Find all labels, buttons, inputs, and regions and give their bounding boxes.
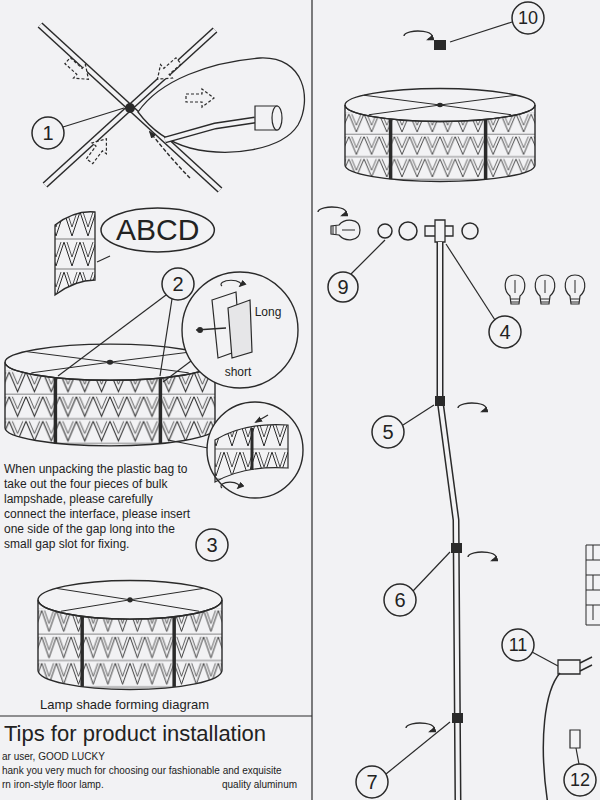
label-ellipse: ABCD (100, 207, 215, 253)
body-text: rn iron-style floor lamp. (2, 779, 104, 791)
callout-circle (32, 117, 64, 149)
spare-bulbs (505, 275, 584, 304)
callout-number: 12 (570, 771, 590, 789)
wall-socket (586, 545, 600, 625)
lamp-shade (5, 344, 215, 448)
instruction-note: When unpacking the plastic bag to take o… (4, 462, 196, 552)
part-label: Long (255, 306, 282, 318)
section-heading: Tips for product installation (4, 721, 266, 747)
detail-balloon (138, 58, 304, 152)
callout-number: 7 (366, 772, 377, 792)
power-plug (543, 657, 592, 800)
callout-circles (328, 272, 596, 798)
top-nut (434, 40, 446, 50)
socket-assembly (318, 207, 478, 242)
ellipse-shape (101, 208, 214, 252)
part-label: short (225, 366, 252, 378)
callout-circle (196, 529, 228, 561)
callout-number: 4 (499, 322, 510, 342)
rotate-arrow (404, 31, 432, 39)
callout-number: 11 (509, 636, 528, 654)
callout-circle (162, 268, 194, 300)
lamp-shade (345, 89, 535, 184)
callout-number: 5 (382, 422, 393, 442)
leader-line (63, 108, 124, 127)
figure-caption: Lamp shade forming diagram (40, 697, 209, 713)
leader-line (351, 240, 579, 774)
cord-switch (570, 730, 580, 748)
body-text: hank you very much for choosing our fash… (2, 765, 282, 777)
callout-number: 3 (206, 535, 217, 555)
body-text: quality aluminum (222, 779, 297, 791)
column-divider (311, 0, 312, 800)
callout-number: 1 (42, 123, 53, 143)
callout-number: 6 (394, 590, 405, 610)
callout-number: 2 (172, 274, 183, 294)
leader-line (450, 22, 512, 42)
body-text: ar user, GOOD LUCKY (2, 751, 105, 763)
shade-panel (55, 212, 110, 295)
detail-magnifier (182, 272, 298, 388)
section-rule (0, 715, 312, 716)
callout-circle (512, 2, 544, 34)
shade-part-letters: ABCD (116, 215, 199, 245)
lamp-pole (406, 242, 496, 800)
callout-number: 9 (337, 277, 348, 297)
callout-number: 10 (518, 9, 538, 27)
detail-magnifier (207, 402, 303, 498)
lamp-shade (38, 580, 222, 692)
